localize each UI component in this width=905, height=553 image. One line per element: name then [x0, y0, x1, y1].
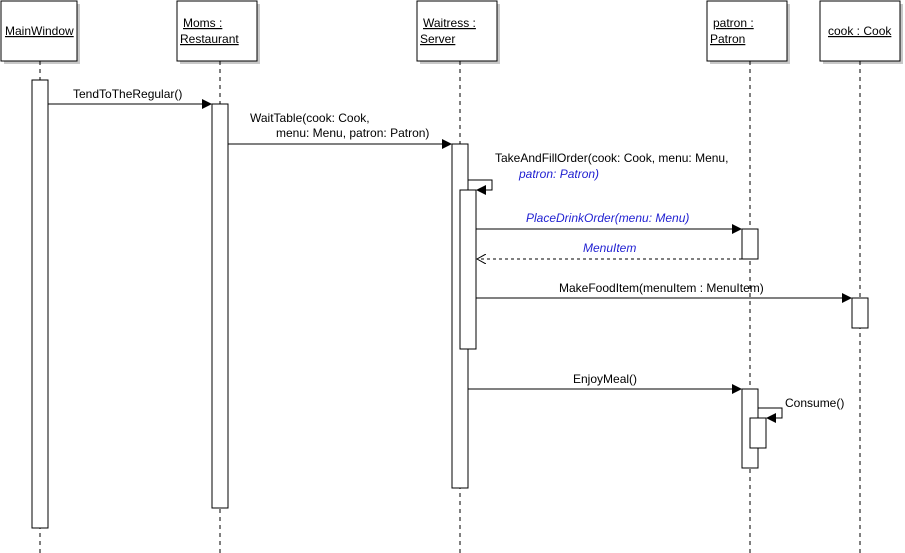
- lifeline-restaurant: Moms : Restaurant: [176, 0, 260, 64]
- activation-patron-consume: [749, 417, 767, 449]
- message-place-drink-order: PlaceDrinkOrder(menu: Menu): [476, 211, 742, 234]
- lifeline-restaurant-label-1: Moms :: [183, 16, 222, 30]
- message-enjoy-label: EnjoyMeal(): [573, 372, 637, 386]
- lifeline-restaurant-label-2: Restaurant: [180, 32, 239, 46]
- message-make-food-item: MakeFoodItem(menuItem : MenuItem): [476, 281, 852, 303]
- return-menuitem-label: MenuItem: [583, 241, 636, 255]
- lifeline-server: Waitress : Server: [416, 0, 500, 64]
- activation-mainwindow: [31, 79, 49, 529]
- message-consume: Consume(): [758, 396, 844, 423]
- activation-patron-drink: [741, 228, 759, 260]
- message-food-label: MakeFoodItem(menuItem : MenuItem): [559, 281, 764, 295]
- lifeline-server-label-2: Server: [420, 32, 455, 46]
- lifeline-mainwindow: MainWindow: [0, 0, 80, 64]
- activation-server-nested: [459, 189, 477, 350]
- message-enjoy-meal: EnjoyMeal(): [468, 372, 742, 394]
- message-drink-label: PlaceDrinkOrder(menu: Menu): [526, 211, 689, 225]
- message-tend-label: TendToTheRegular(): [73, 87, 182, 101]
- lifeline-mainwindow-label: MainWindow: [5, 24, 74, 38]
- message-take-and-fill-order: TakeAndFillOrder(cook: Cook, menu: Menu,…: [468, 151, 728, 195]
- message-consume-label: Consume(): [785, 396, 844, 410]
- lifeline-cook: cook : Cook: [819, 0, 903, 64]
- message-wait-table: WaitTable(cook: Cook, menu: Menu, patron…: [228, 111, 452, 149]
- lifeline-server-label-1: Waitress :: [423, 16, 476, 30]
- lifeline-patron-label-1: patron :: [713, 16, 754, 30]
- message-wait-label-1: WaitTable(cook: Cook,: [250, 111, 370, 125]
- return-menu-item: MenuItem: [477, 241, 742, 259]
- message-wait-label-2: menu: Menu, patron: Patron): [276, 126, 429, 140]
- lifeline-patron-label-2: Patron: [710, 32, 745, 46]
- lifeline-cook-label: cook : Cook: [828, 24, 892, 38]
- message-tend-to-the-regular: TendToTheRegular(): [48, 87, 212, 109]
- activation-cook: [851, 297, 869, 329]
- message-take-label-2: patron: Patron): [518, 167, 599, 181]
- activation-restaurant: [211, 103, 229, 509]
- lifeline-patron: patron : Patron: [706, 0, 790, 64]
- message-take-label-1: TakeAndFillOrder(cook: Cook, menu: Menu,: [495, 151, 728, 165]
